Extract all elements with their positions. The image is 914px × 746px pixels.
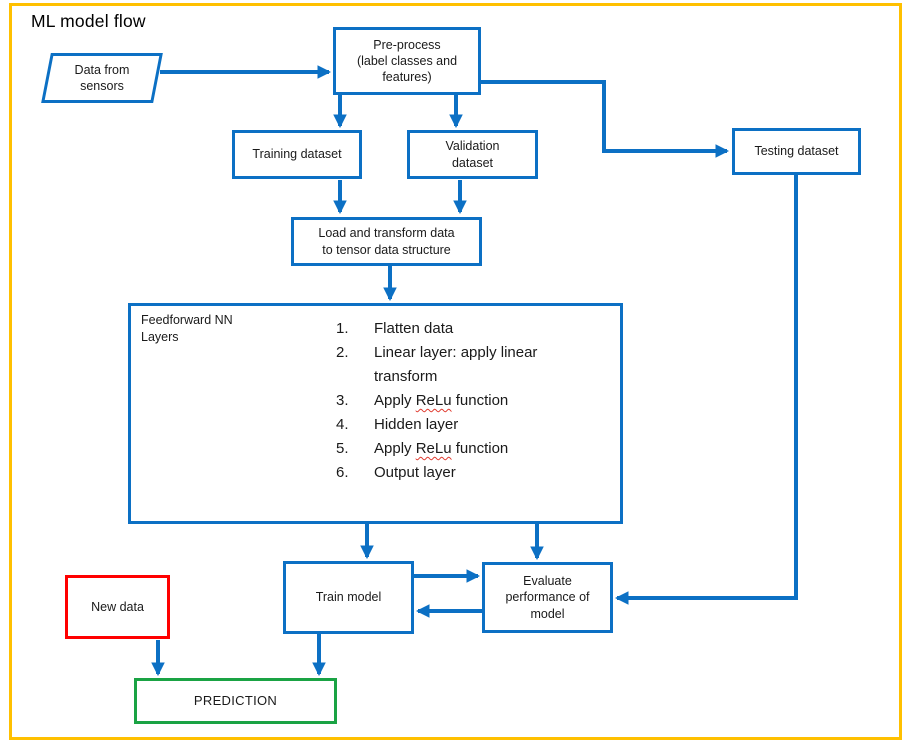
- nn-step-text: Flatten data: [374, 320, 454, 337]
- nn-step-text: Hidden layer: [374, 416, 459, 433]
- nn-step-number: 5.: [336, 440, 349, 457]
- node-train-model: Train model: [283, 561, 414, 634]
- feedforward-label: Feedforward NN Layers: [141, 313, 233, 344]
- nn-step: 4. Hidden layer: [336, 413, 569, 437]
- node-testing-dataset: Testing dataset: [732, 128, 861, 175]
- nn-step: 3. Apply ReLu function: [336, 389, 569, 413]
- node-validation-dataset: Validation dataset: [407, 130, 538, 179]
- node-data-from-sensors: Data from sensors: [41, 53, 163, 103]
- nn-step-text: Output layer: [374, 464, 456, 481]
- node-feedforward-nn: Feedforward NN Layers 1. Flatten data 2. Li…: [128, 303, 623, 524]
- node-evaluate-performance: Evaluate performance of model: [482, 562, 613, 633]
- nn-step-text: Linear layer: apply linear transform: [374, 344, 538, 385]
- node-training-dataset: Training dataset: [232, 130, 362, 179]
- nn-step-number: 6.: [336, 464, 349, 481]
- edge-testing-to-evaluate: [614, 175, 798, 605]
- nn-step-number: 4.: [336, 416, 349, 433]
- nn-step-number: 2.: [336, 344, 349, 361]
- nn-step: 5. Apply ReLu function: [336, 437, 569, 461]
- nn-step: 6. Output layer: [336, 461, 569, 485]
- node-label: Data from sensors: [74, 62, 130, 93]
- nn-step-number: 3.: [336, 392, 349, 409]
- nn-step: 1. Flatten data: [336, 317, 569, 341]
- node-load-transform: Load and transform data to tensor data s…: [291, 217, 482, 266]
- nn-step-text: Apply ReLu function: [374, 440, 509, 457]
- node-prediction: PREDICTION: [134, 678, 337, 724]
- misspelled-word: ReLu: [415, 440, 452, 457]
- node-new-data: New data: [65, 575, 170, 639]
- nn-steps-list: 1. Flatten data 2. Linear layer: apply line…: [336, 317, 569, 485]
- nn-step-text: Apply ReLu function: [374, 392, 509, 409]
- nn-step-number: 1.: [336, 320, 349, 337]
- node-preprocess: Pre-process (label classes and features): [333, 27, 481, 95]
- nn-step: 2. Linear layer: apply linear transform: [336, 341, 569, 389]
- page-title: ML model flow: [31, 11, 146, 31]
- misspelled-word: ReLu: [415, 392, 452, 409]
